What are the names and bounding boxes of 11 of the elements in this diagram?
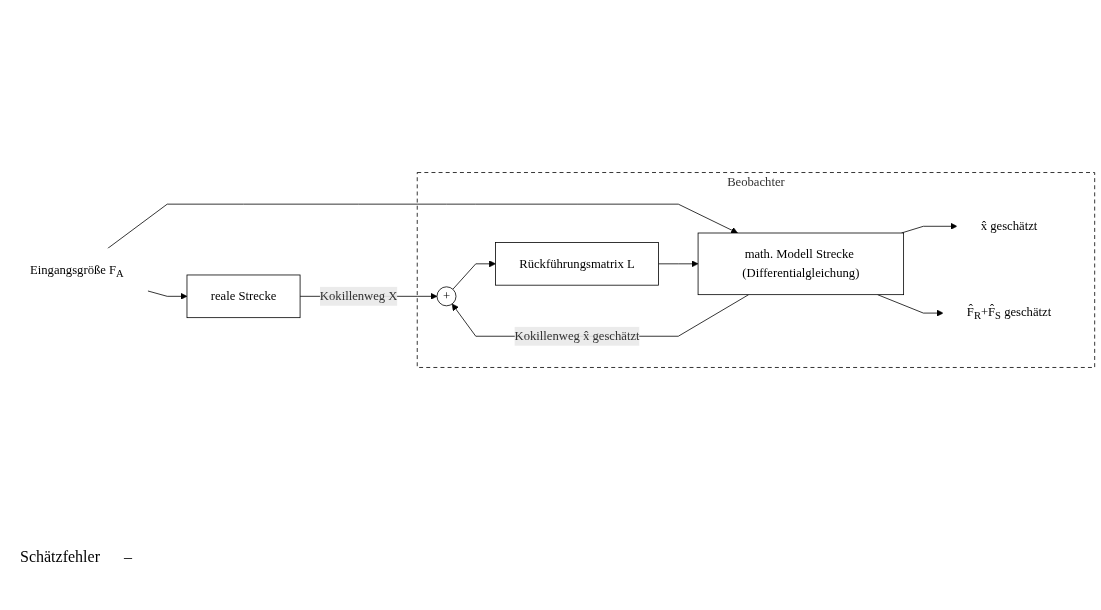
node-text: x̂ geschätzt bbox=[980, 219, 1038, 233]
node-text: F̂$_{R}$+F̂$_{S}$ geschätzt bbox=[966, 304, 1052, 322]
node-box: Rückführungsmatrix L bbox=[495, 242, 659, 286]
node-circle: + bbox=[436, 286, 457, 307]
node-text: Eingangsgröße F$_{A}$ bbox=[30, 262, 124, 280]
sign-label: Schätzfehler bbox=[20, 548, 100, 565]
node-box: math. Modell Strecke (Differentialgleichung) bbox=[697, 232, 904, 296]
sign-label: – bbox=[123, 548, 132, 565]
edge-label: Kokillenweg x̂ geschätzt bbox=[514, 329, 640, 343]
edge-label: Kokillenweg X bbox=[319, 289, 398, 303]
node-box: reale Strecke bbox=[186, 274, 301, 319]
